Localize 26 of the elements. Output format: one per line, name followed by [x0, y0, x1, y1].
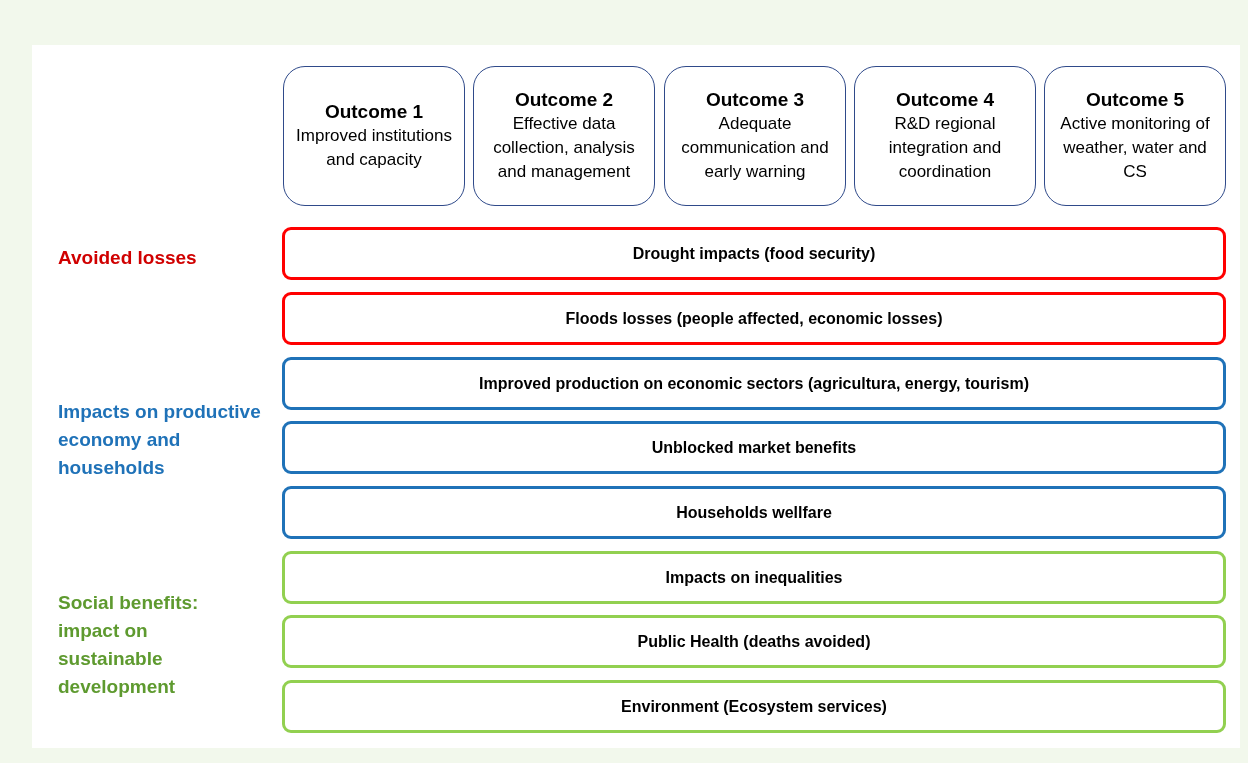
impact-bar: Improved production on economic sectors (agricultura, energy, tourism): [282, 357, 1226, 410]
outcome-title: Outcome 3: [705, 88, 805, 112]
impact-bar: Unblocked market benefits: [282, 421, 1226, 474]
outcome-title: Outcome 1: [324, 100, 424, 124]
impact-bar: Households wellfare: [282, 486, 1226, 539]
outcome-title: Outcome 5: [1085, 88, 1185, 112]
outcome-box: [283, 66, 465, 206]
outcome-box: [473, 66, 655, 206]
group-heading: Avoided losses: [58, 246, 198, 270]
outcome-box: [1044, 66, 1226, 206]
outcome-title: Outcome 4: [895, 88, 995, 112]
group-heading: Impacts on productive economy and households: [58, 400, 262, 480]
group-heading: Social benefits: impact on sustainable development: [58, 591, 200, 699]
outcome-description: Active monitoring of weather, water and CS: [1059, 113, 1211, 183]
impact-bar: Impacts on inequalities: [282, 551, 1226, 604]
outcome-description: Improved institutions and capacity: [295, 125, 453, 171]
outcome-title: Outcome 2: [514, 88, 614, 112]
outcome-description: Adequate communication and early warning: [680, 113, 830, 183]
outcome-box: [664, 66, 846, 206]
outcome-description: Effective data collection, analysis and management: [492, 113, 636, 183]
impact-bar: Floods losses (people affected, economic losses): [282, 292, 1226, 345]
impact-bar: Drought impacts (food security): [282, 227, 1226, 280]
impact-bar: Environment (Ecosystem services): [282, 680, 1226, 733]
outcome-description: R&D regional integration and coordination: [887, 113, 1003, 183]
impact-bar: Public Health (deaths avoided): [282, 615, 1226, 668]
outcome-box: [854, 66, 1036, 206]
